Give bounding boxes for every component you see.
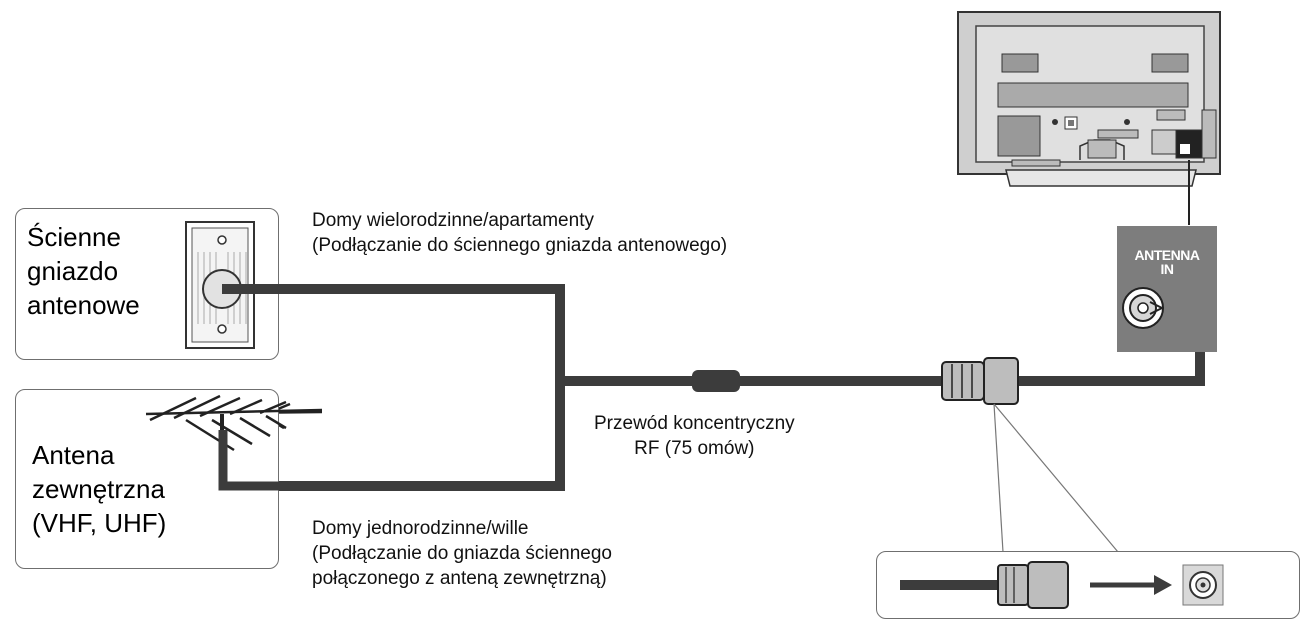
outdoor-antenna-label-line: (VHF, UHF) <box>32 508 167 538</box>
coax-jack-icon <box>1122 287 1165 329</box>
wall-socket-label-line: antenowe <box>27 290 140 320</box>
wall-socket-label-line: Ścienne <box>27 222 121 252</box>
tv-back-icon <box>957 11 1221 225</box>
outdoor-antenna-label-line: Antena <box>32 440 115 470</box>
zoom-line-left <box>993 403 1004 553</box>
multi-family-caption-line2: (Podłączanie do ściennego gniazda anteno… <box>312 235 728 256</box>
single-family-caption-line2: (Podłączanie do gniazda ściennego <box>312 543 612 564</box>
multi-family-caption-line1: Domy wielorodzinne/apartamenty <box>312 210 594 231</box>
cable-wall-socket <box>222 284 565 381</box>
antenna-in-label-line1: ANTENNA <box>1134 247 1200 263</box>
single-family-caption-line1: Domy jednorodzinne/wille <box>312 518 529 539</box>
cable-caption-line2: RF (75 omów) <box>634 438 755 459</box>
multi-family-caption: Domy wielorodzinne/apartamenty (Podłącza… <box>312 208 727 258</box>
zoom-line-right <box>993 403 1119 553</box>
cable-caption: Przewód koncentryczny RF (75 omów) <box>594 411 795 461</box>
antenna-in-label-line2: IN <box>1160 261 1175 277</box>
single-family-caption: Domy jednorodzinne/wille (Podłączanie do… <box>312 516 612 591</box>
antenna-in-label: ANTENNA IN <box>1117 248 1217 276</box>
outdoor-antenna-label: Antena zewnętrzna (VHF, UHF) <box>32 438 166 540</box>
single-family-caption-line3: połączonego z anteną zewnętrzną) <box>312 568 607 589</box>
rf-plug-icon <box>941 357 1019 405</box>
cable-caption-line1: Przewód koncentryczny <box>594 413 795 434</box>
antenna-in-panel <box>1117 226 1217 352</box>
ferrite-core <box>692 370 740 392</box>
wall-socket-label-line: gniazdo <box>27 256 119 286</box>
wall-socket-label: Ścienne gniazdo antenowe <box>27 220 140 322</box>
outdoor-antenna-label-line: zewnętrzna <box>32 474 165 504</box>
zoom-inset-box <box>876 551 1300 619</box>
